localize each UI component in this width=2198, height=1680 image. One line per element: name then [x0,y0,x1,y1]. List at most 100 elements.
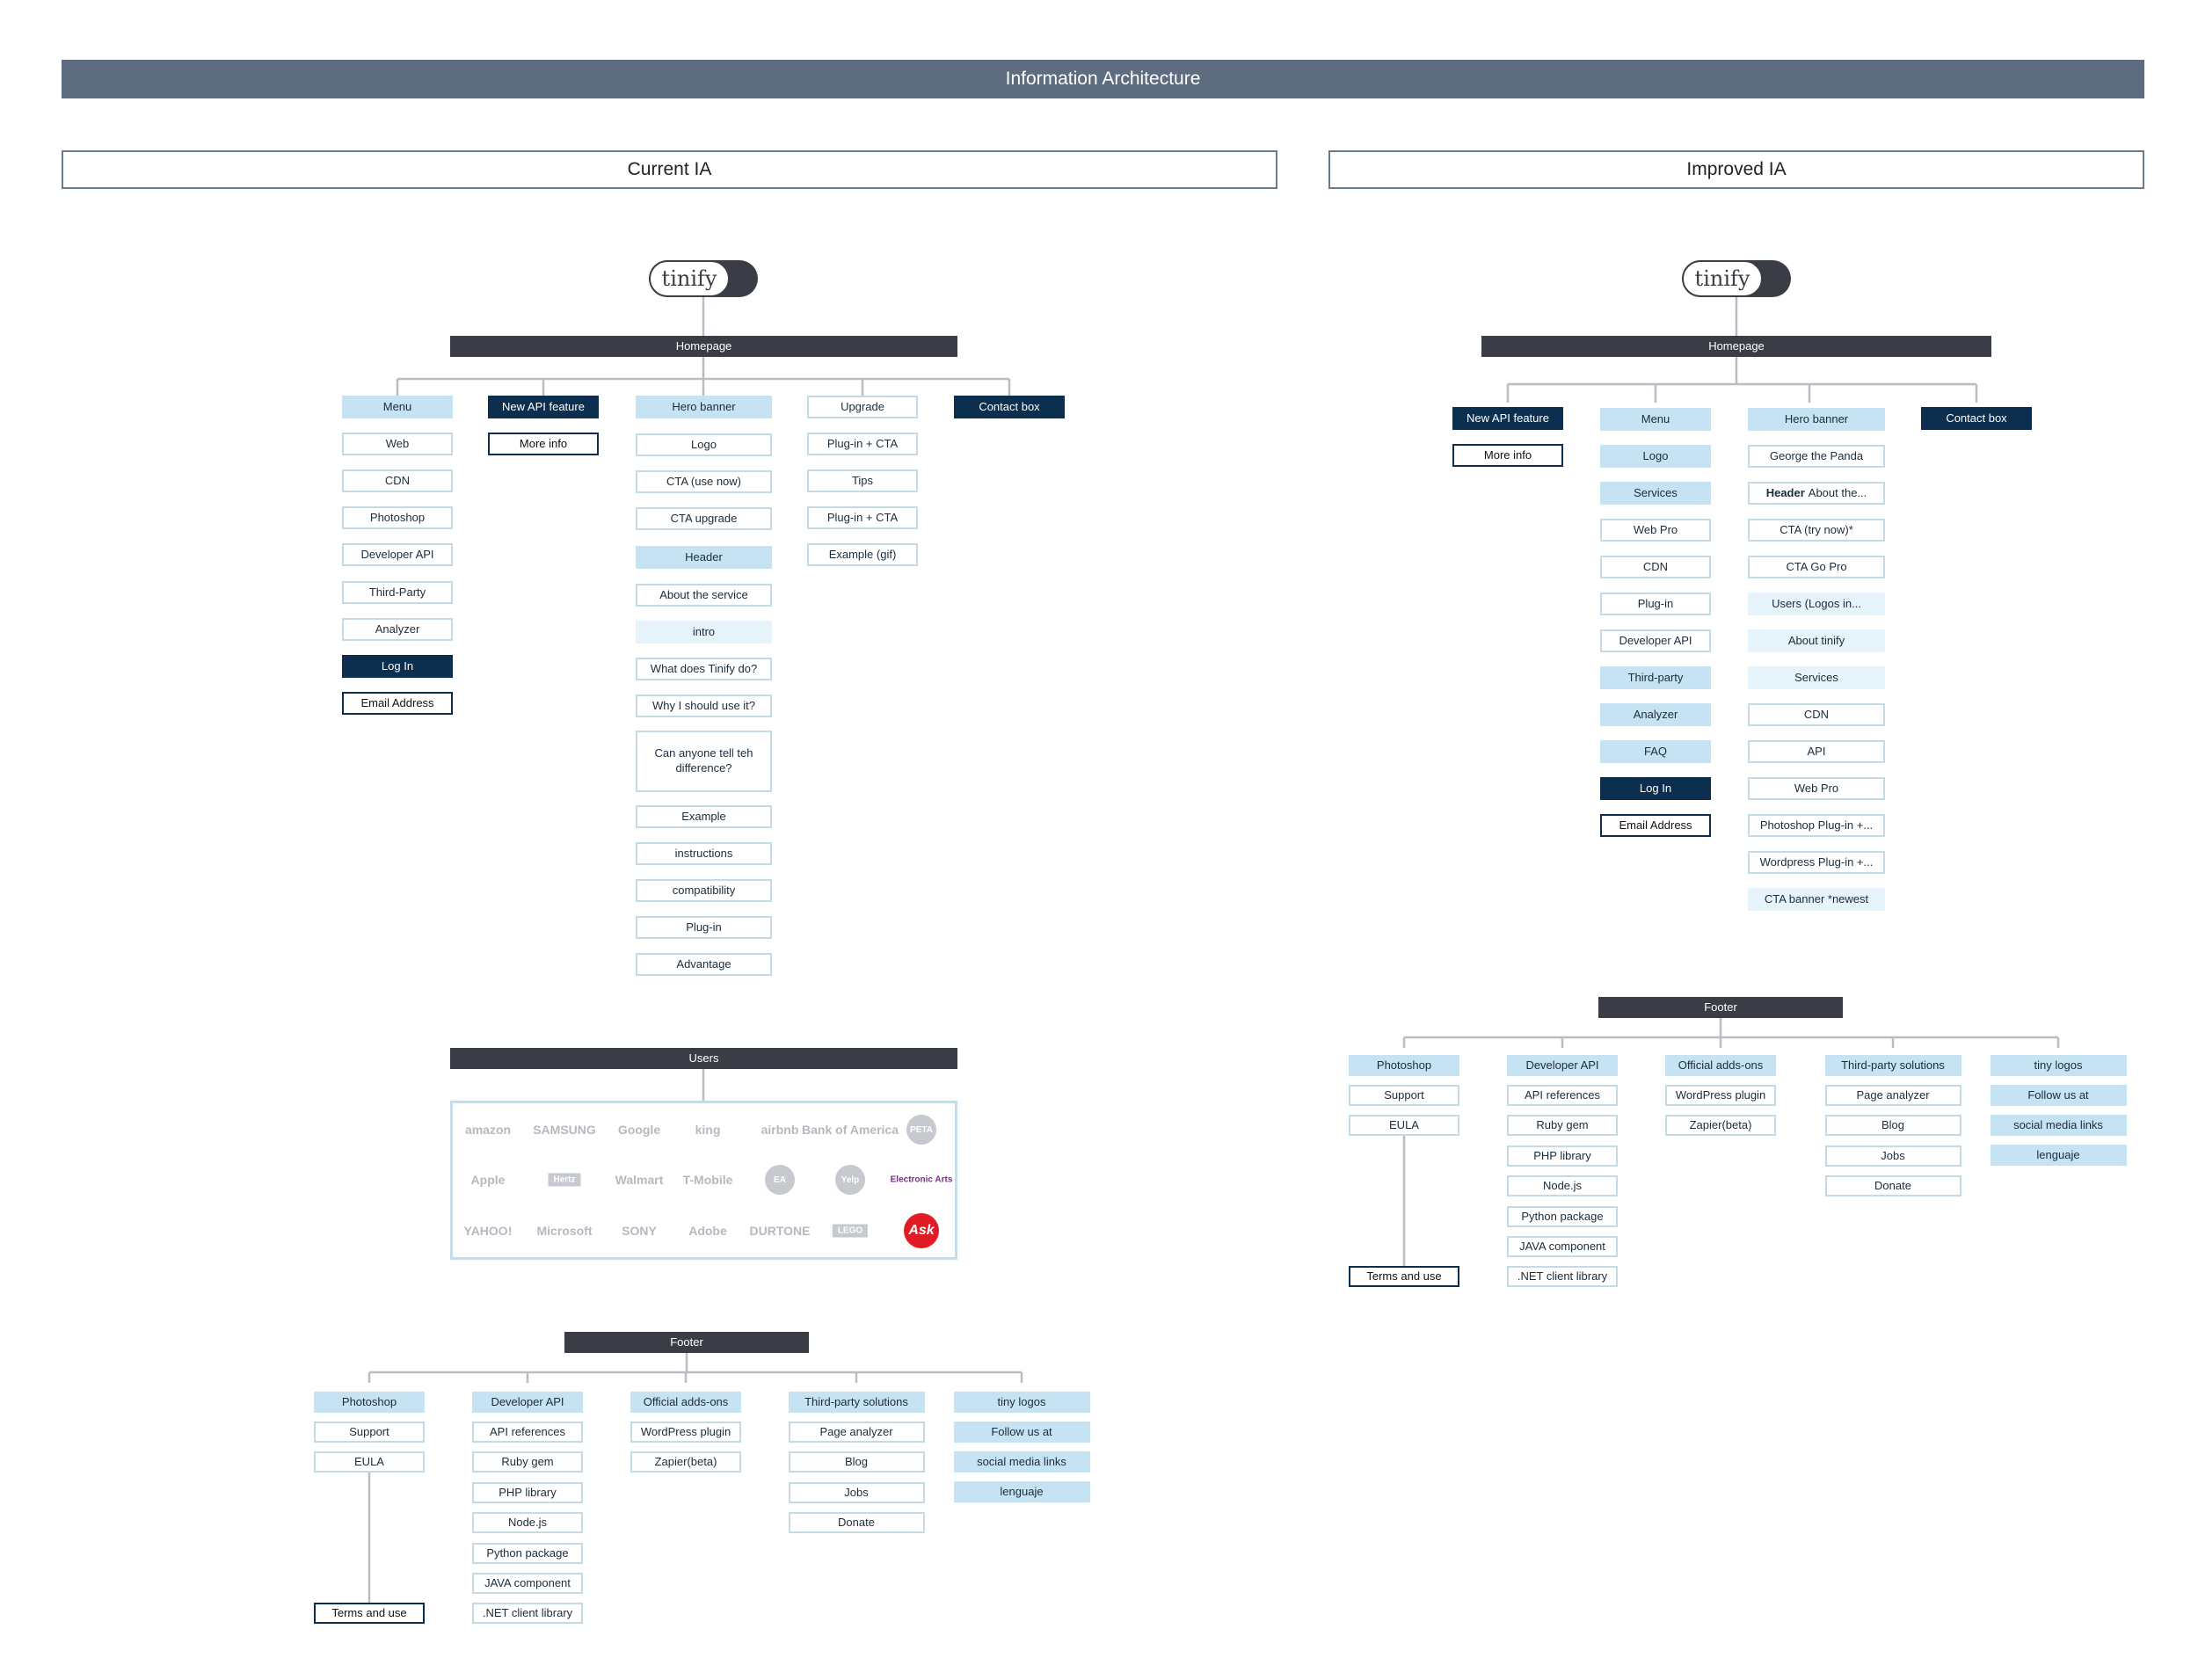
node-node-js: Node.js [472,1512,583,1533]
node-users: Users [450,1048,957,1069]
node-wordpress-plugin: WordPress plugin [1665,1085,1776,1106]
node-services: Services [1748,666,1885,689]
node-java-component: JAVA component [472,1573,583,1594]
node-official-adds-ons: Official adds-ons [630,1392,741,1413]
node-follow-us-at: Follow us at [1990,1085,2127,1106]
node-third-party-solutions: Third-party solutions [1824,1055,1961,1076]
node-about-the-service: About the service [636,584,772,607]
node-lenguaje: lenguaje [953,1481,1090,1502]
node-contact-box: Contact box [954,396,1065,418]
node-header: Header [636,546,772,569]
user-logo-apple: Apple [470,1173,506,1187]
node-ruby-gem: Ruby gem [472,1451,583,1473]
node-node-js: Node.js [1507,1175,1618,1196]
node-tiny-logos: tiny logos [953,1392,1090,1413]
user-logo-sony: SONY [622,1224,657,1238]
node-follow-us-at: Follow us at [953,1422,1090,1443]
user-logo-google: Google [617,1123,661,1137]
node-header-about: Header About the... [1748,482,1885,505]
node-zapier-beta: Zapier(beta) [630,1451,741,1473]
node-support: Support [1349,1085,1459,1106]
user-logo-ask: Ask [904,1213,939,1248]
user-logo-t-mobile: T-Mobile [682,1173,733,1187]
node-java-component: JAVA component [1507,1236,1618,1257]
node-photoshop-plug-in: Photoshop Plug-in +... [1748,814,1885,837]
node-cdn: CDN [1748,703,1885,726]
node-menu: Menu [1600,408,1711,431]
node-cdn: CDN [1600,556,1711,578]
node-api: API [1748,740,1885,763]
improved-tinify-logo: tinify [1682,260,1791,297]
node-photoshop: Photoshop [314,1392,425,1413]
node-advantage: Advantage [636,953,772,976]
node-jobs: Jobs [788,1482,925,1503]
user-logo-hertz: Hertz [548,1173,581,1187]
node-terms-and-use: Terms and use [314,1603,425,1624]
node-faq: FAQ [1600,740,1711,763]
tinify-logo-text: tinify [1682,260,1763,297]
node-log-in: Log In [342,655,453,678]
node-new-api-feature: New API feature [1452,407,1563,430]
node-more-info: More info [1452,444,1563,467]
node-footer: Footer [564,1332,809,1353]
node-cta-use-now: CTA (use now) [636,470,772,493]
user-logo-airbnb: airbnb [761,1123,799,1137]
node-header: Header [1765,485,1805,499]
node-about-the: About the... [1808,485,1867,499]
node-new-api-feature: New API feature [488,396,599,418]
node-api-references: API references [472,1422,583,1443]
node-wordpress-plugin: WordPress plugin [630,1422,741,1443]
node-analyzer: Analyzer [1600,703,1711,726]
improved-ia-heading: Improved IA [1328,150,2144,189]
node-hero-banner: Hero banner [1748,408,1885,431]
node-logo: Logo [636,433,772,456]
node-email-address: Email Address [1600,814,1711,837]
node-cta-try-now: CTA (try now)* [1748,519,1885,542]
node-photoshop: Photoshop [342,506,453,529]
node-george-the-panda: George the Panda [1748,445,1885,468]
user-logo-ea: EA [765,1165,795,1195]
node-hero-banner: Hero banner [636,396,772,418]
node-third-party: Third-Party [342,581,453,604]
node-why-i-should-use-it: Why I should use it? [636,695,772,717]
user-logo-walmart: Walmart [615,1173,664,1187]
user-logo-durtone: DURTONE [749,1224,811,1238]
user-logo-samsung: SAMSUNG [533,1123,596,1137]
node-eula: EULA [314,1451,425,1473]
node-plug-in: Plug-in [1600,593,1711,615]
node-blog: Blog [788,1451,925,1473]
node-cta-go-pro: CTA Go Pro [1748,556,1885,578]
node-blog: Blog [1824,1115,1961,1136]
node-compatibility: compatibility [636,879,772,902]
node-cta-upgrade: CTA upgrade [636,507,772,530]
user-logo-yelp: Yelp [835,1165,865,1195]
node-page-analyzer: Page analyzer [1824,1085,1961,1106]
node-instructions: instructions [636,842,772,865]
node-plug-in-cta: Plug-in + CTA [807,506,918,529]
node-developer-api: Developer API [1600,629,1711,652]
node-tiny-logos: tiny logos [1990,1055,2127,1076]
node-social-media-links: social media links [1990,1115,2127,1136]
node-example: Example [636,805,772,828]
user-logo-lego: LEGO [832,1224,869,1238]
node-users-logos-in: Users (Logos in... [1748,593,1885,615]
node-developer-api: Developer API [472,1392,583,1413]
node-donate: Donate [788,1512,925,1533]
node-terms-and-use: Terms and use [1349,1266,1459,1287]
node-can-anyone-tell-teh-difference: Can anyone tell teh difference? [636,731,772,792]
user-logo-yahoo: YAHOO! [463,1224,513,1238]
node-official-adds-ons: Official adds-ons [1665,1055,1776,1076]
user-logo-microsoft: Microsoft [536,1224,593,1238]
node-services: Services [1600,482,1711,505]
node-cdn: CDN [342,469,453,492]
user-logo-electronic-arts: Electronic Arts [890,1175,953,1185]
node-homepage: Homepage [450,336,957,357]
node-php-library: PHP library [1507,1145,1618,1167]
node-footer: Footer [1598,997,1843,1018]
node-logo: Logo [1600,445,1711,468]
user-logo-peta: PETA [906,1115,936,1145]
node-analyzer: Analyzer [342,618,453,641]
node-wordpress-plug-in: Wordpress Plug-in +... [1748,851,1885,874]
node-log-in: Log In [1600,777,1711,800]
node-cta-banner-newest: CTA banner *newest [1748,888,1885,911]
